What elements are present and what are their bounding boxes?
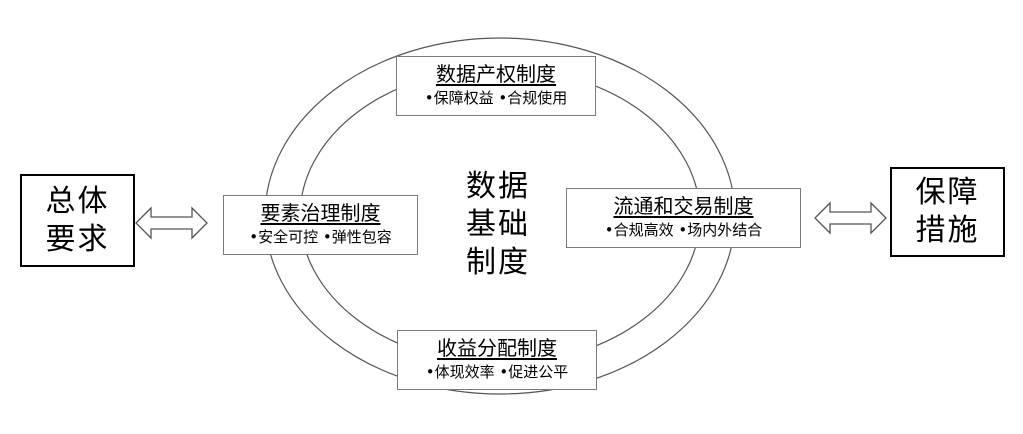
circulation-trade-tags: •合规高效 •场内外结合 (604, 221, 763, 239)
center-line-3: 制度 (466, 245, 530, 280)
element-governance-box: 要素治理制度 •安全可控 •弹性包容 (223, 195, 418, 255)
double-arrow-icon (135, 206, 208, 240)
center-line-2: 基础 (466, 207, 530, 242)
safeguard-measures-box: 保障 措施 (890, 167, 1005, 257)
data-property-tags: •保障权益 •合规使用 (424, 89, 568, 107)
safeguard-measures-line-1: 保障 (915, 175, 980, 210)
right-double-arrow (814, 201, 887, 235)
safeguard-measures-line-2: 措施 (915, 213, 980, 248)
element-governance-tags: •安全可控 •弹性包容 (249, 228, 392, 246)
overall-requirements-box: 总体 要求 (20, 174, 135, 267)
income-distribution-box: 收益分配制度 •体现效率 •促进公平 (397, 330, 597, 390)
data-property-title: 数据产权制度 (436, 62, 556, 86)
income-distribution-tags: •体现效率 •促进公平 (425, 363, 569, 381)
overall-requirements-line-2: 要求 (45, 221, 110, 257)
double-arrow-icon (814, 201, 887, 235)
data-property-box: 数据产权制度 •保障权益 •合规使用 (396, 56, 596, 116)
circulation-trade-title: 流通和交易制度 (613, 194, 754, 218)
overall-requirements-line-1: 总体 (45, 183, 110, 219)
circulation-trade-box: 流通和交易制度 •合规高效 •场内外结合 (566, 188, 801, 248)
left-double-arrow (135, 206, 208, 240)
center-line-1: 数据 (466, 169, 530, 204)
element-governance-title: 要素治理制度 (260, 201, 381, 225)
center-label: 数据 基础 制度 (458, 168, 538, 282)
income-distribution-title: 收益分配制度 (437, 336, 557, 360)
